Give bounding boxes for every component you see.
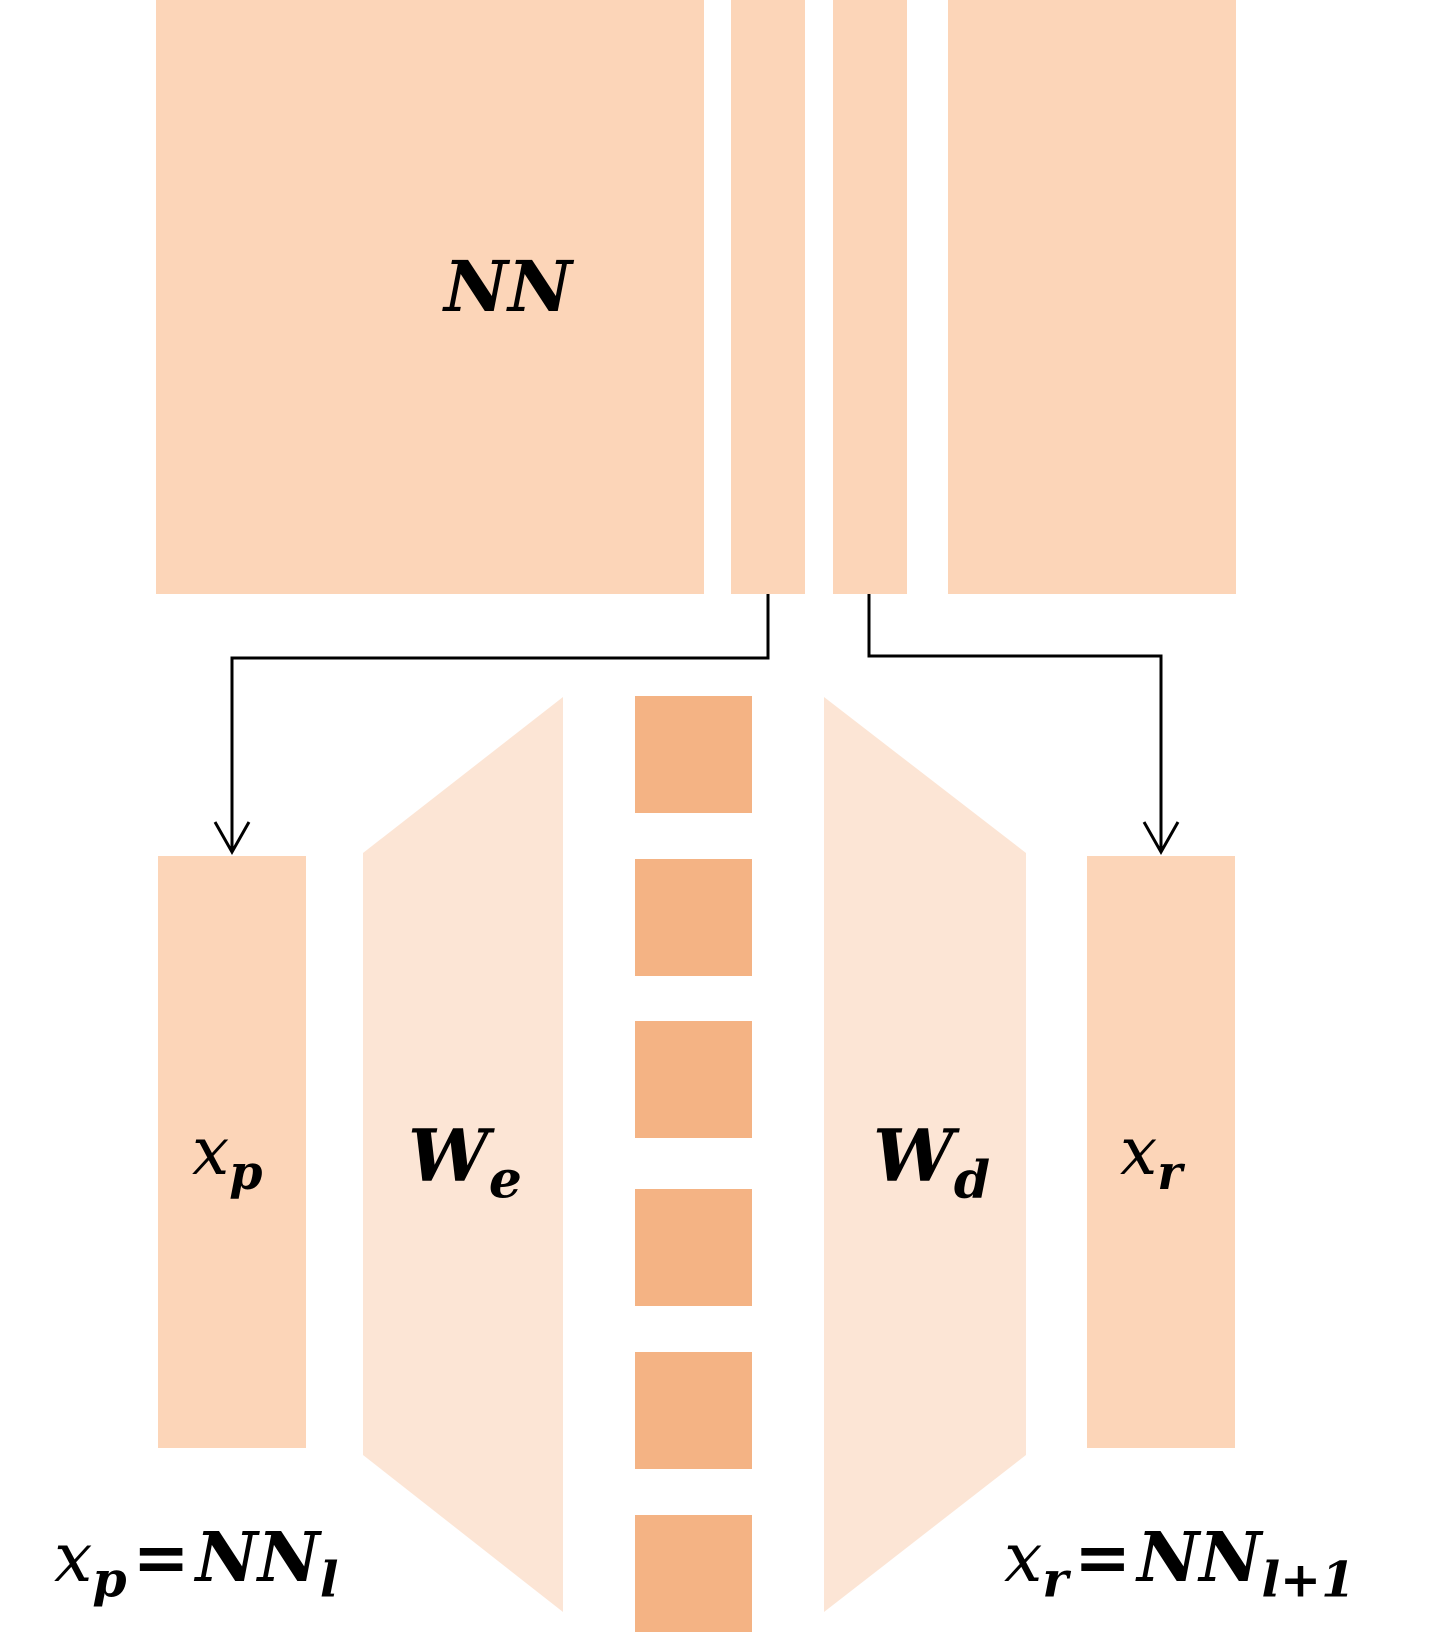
nn-matrix-left-block — [156, 0, 704, 594]
arrowhead-xp — [213, 821, 251, 856]
wd-label: Wd — [873, 1113, 991, 1211]
nn-matrix-right-block — [948, 0, 1236, 594]
equation-xp: xp=NNl — [54, 1518, 339, 1609]
arrow-to-xr — [867, 594, 1163, 852]
arrowhead-xr — [1142, 821, 1180, 856]
equation-xr: xr=NNl+1 — [1004, 1518, 1356, 1609]
xr-label: xr — [1120, 1113, 1183, 1202]
arrow-to-xp — [230, 594, 770, 852]
nn-label: NN — [444, 245, 572, 328]
xp-vector — [158, 856, 306, 1448]
we-label: We — [408, 1113, 522, 1211]
decoder-trapezoid — [824, 697, 1026, 1612]
latent-block — [635, 1515, 752, 1632]
latent-block — [635, 1189, 752, 1306]
latent-block — [635, 859, 752, 976]
encoder-trapezoid — [363, 697, 563, 1612]
latent-block — [635, 1352, 752, 1469]
nn-column-l-plus-1 — [833, 0, 907, 594]
xp-label: xp — [192, 1113, 263, 1202]
latent-block — [635, 1021, 752, 1138]
latent-block — [635, 696, 752, 813]
xr-vector — [1087, 856, 1235, 1448]
nn-column-l — [731, 0, 805, 594]
